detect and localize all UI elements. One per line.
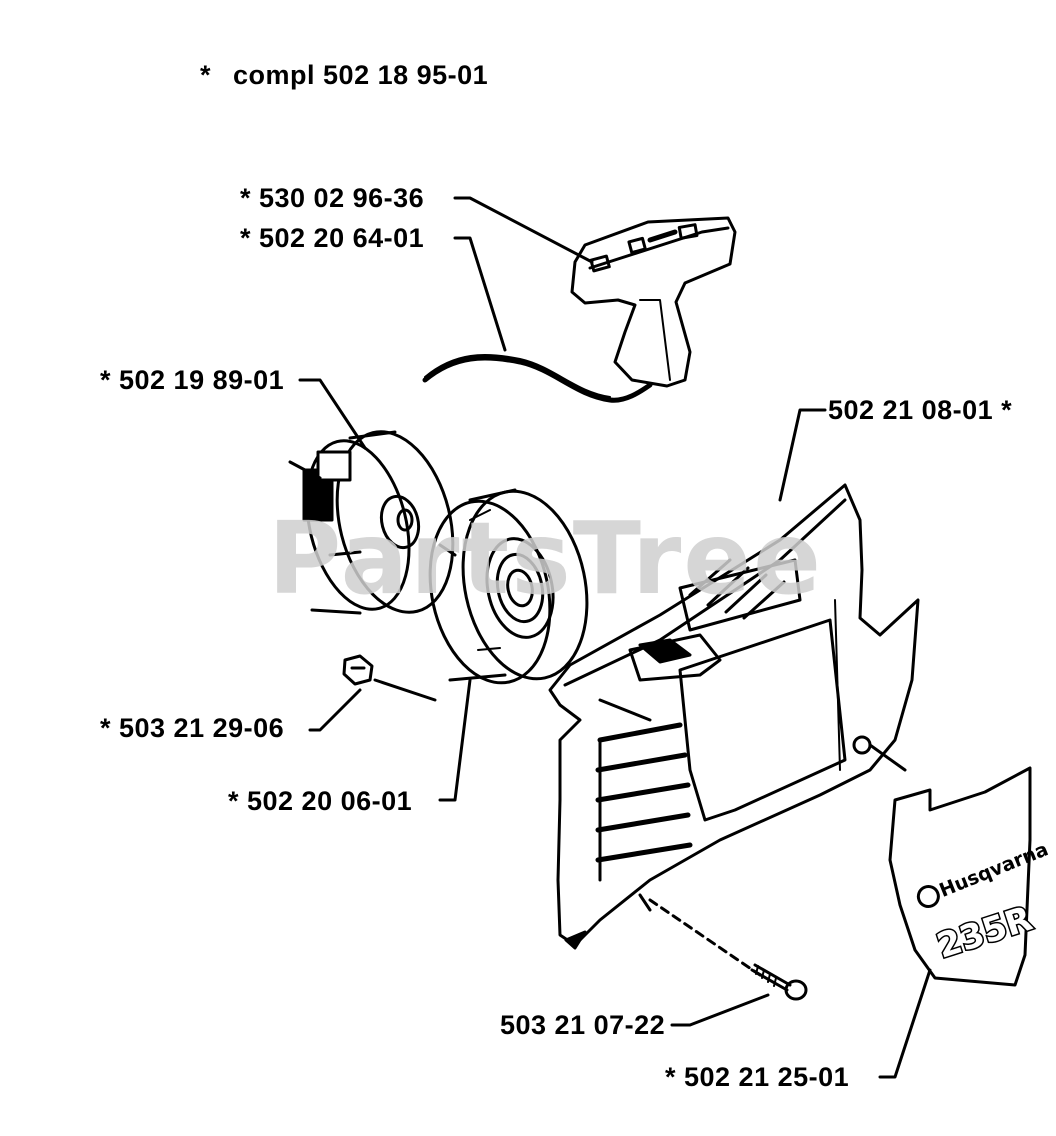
leader-decal [878, 968, 932, 1079]
leader-cover [778, 408, 827, 502]
decal-model: 235R [932, 899, 1037, 967]
leader-handle [453, 196, 594, 264]
label-spring-cassette: * 502 20 06-01 [228, 786, 413, 816]
label-rope: * 502 20 64-01 [240, 223, 425, 253]
leader-pulley [298, 378, 367, 450]
leader-screw-long [670, 993, 770, 1027]
starter-cover-icon [548, 483, 920, 950]
header-asterisk: * [200, 60, 212, 90]
leader-screw-small-to-cassette [373, 678, 437, 702]
leader-rope [453, 236, 507, 352]
small-screw-icon [342, 654, 374, 686]
header-assembly-label: * compl 502 18 95-01 [200, 62, 488, 89]
decal-brand: Husqvarna [936, 838, 1051, 902]
starter-pulley-icon [288, 430, 455, 615]
starter-handle-icon [570, 216, 737, 388]
label-decal: * 502 21 25-01 [665, 1062, 850, 1092]
watermark: PartsTree [268, 500, 823, 617]
label-screw-small: * 503 21 29-06 [100, 713, 285, 743]
starter-rope-icon [422, 354, 653, 403]
label-pulley: * 502 19 89-01 [100, 365, 285, 395]
decal-icon [888, 766, 1032, 987]
spring-cassette-icon [428, 488, 589, 685]
leader-decal-to-cover [868, 743, 907, 772]
leader-screw-small [308, 688, 362, 732]
decal-model-lettering: 235R [931, 897, 1039, 968]
label-cover: 502 21 08-01 * [828, 395, 1013, 425]
leader-screw-long-to-cover [648, 898, 762, 977]
header-compl-number: compl 502 18 95-01 [233, 60, 489, 90]
label-screw-long: 503 21 07-22 [500, 1010, 666, 1040]
long-screw-icon [750, 963, 808, 1001]
leader-spring-cassette [438, 678, 472, 802]
decal-lettering: Husqvarna [916, 838, 1051, 909]
label-handle: * 530 02 96-36 [240, 183, 425, 213]
